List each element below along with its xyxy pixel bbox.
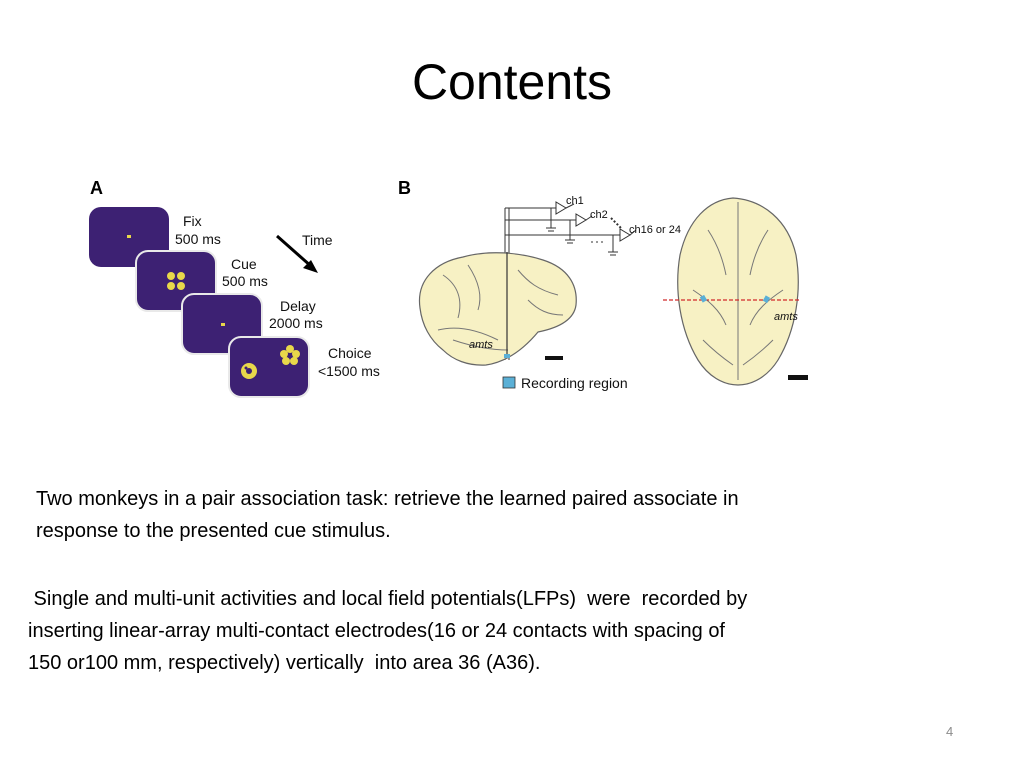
slide-title: Contents [411,54,613,110]
time-label: Time [302,232,333,248]
recording-site-marker [504,354,510,358]
choice-label: Choice [328,345,372,361]
fix-label: Fix [183,213,202,229]
panel-label-a: A [90,178,103,198]
paragraph-2-line-2: inserting linear-array multi-contact ele… [28,620,725,642]
choice-stimulus-left [241,363,257,379]
choice-stimulus-right [280,345,300,365]
page-number: 4 [946,724,954,739]
lateral-brain [418,252,577,366]
choice-duration: <1500 ms [318,363,380,379]
amts-label-lateral: amts [469,339,493,351]
scale-bar-ventral [788,375,808,380]
choice-screen [228,336,310,398]
fix-point [127,235,131,238]
ventral-sulci [692,202,784,380]
delay-fix-point [221,323,225,326]
recording-region-legend-swatch [502,376,516,389]
scale-bar-lateral [545,356,563,360]
amts-label-ventral: amts [774,311,798,323]
brain-sulci [437,264,564,351]
cue-label: Cue [231,256,257,272]
cue-stimulus [167,272,185,290]
cue-duration: 500 ms [222,273,268,289]
channel-2-label: ch2 [590,209,608,221]
recording-region-legend-label: Recording region [521,375,628,391]
recording-setup-diagram: ch1 ch2 ch16 or 24 amts Recording region… [418,195,808,391]
delay-label: Delay [280,298,316,314]
paragraph-1-line-1: Two monkeys in a pair association task: … [36,488,739,510]
recording-site-right [762,295,771,304]
paragraph-1-line-2: response to the presented cue stimulus. [36,520,391,542]
fix-duration: 500 ms [175,231,221,247]
paragraph-2-line-1: Single and multi-unit activities and loc… [28,588,748,610]
paragraph-2-line-3: 150 or100 mm, respectively) vertically i… [28,652,541,674]
channel-1-label: ch1 [566,195,584,207]
task-sequence-diagram: Fix 500 ms Cue 500 ms Delay 2000 ms Choi… [89,207,380,398]
panel-label-b: B [398,178,411,198]
recording-site-left [699,294,708,303]
delay-duration: 2000 ms [269,315,323,331]
channel-n-label: ch16 or 24 [629,224,681,236]
time-arrow-icon [276,234,318,273]
